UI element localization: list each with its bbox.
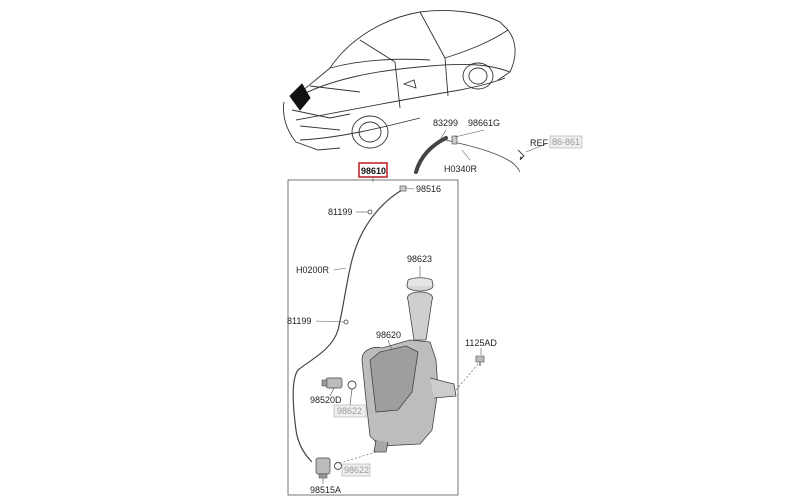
label-1125AD: 1125AD: [465, 338, 497, 348]
label-98622-upper[interactable]: 98622: [337, 406, 362, 416]
label-98520D: 98520D: [310, 395, 342, 405]
ref-code-box: [549, 135, 583, 149]
car-illustration: [283, 10, 516, 151]
grommet-98622-upper: [347, 380, 357, 390]
label-98610[interactable]: 98610: [361, 166, 386, 176]
label-98622-lower[interactable]: 98622: [344, 465, 369, 475]
label-98661G: 98661G: [468, 118, 500, 128]
reservoir-cap: [406, 277, 434, 292]
ref-box-98622-lower: [341, 463, 371, 477]
label-81199-upper: 81199: [328, 207, 352, 217]
label-H0340R: H0340R: [444, 164, 478, 174]
pump-98515A: [315, 457, 331, 479]
label-H0200R: H0200R: [296, 265, 330, 275]
label-98516: 98516: [416, 184, 441, 194]
assembly-frame: [287, 179, 459, 496]
label-83299: 83299: [433, 118, 458, 128]
label-81199-lower: 81199: [287, 316, 311, 326]
label-98623: 98623: [407, 254, 432, 264]
washer-reservoir: [361, 291, 457, 453]
bolt-1125AD: [475, 355, 485, 366]
label-ref: REF: [530, 138, 549, 148]
upper-hose-assembly: [414, 135, 525, 174]
grommet-98622-lower: [334, 462, 342, 470]
pump-98520D: [321, 377, 343, 389]
label-98620: 98620: [376, 330, 401, 340]
label-ref-code[interactable]: 86-861: [552, 137, 580, 147]
label-98515A: 98515A: [310, 485, 341, 495]
